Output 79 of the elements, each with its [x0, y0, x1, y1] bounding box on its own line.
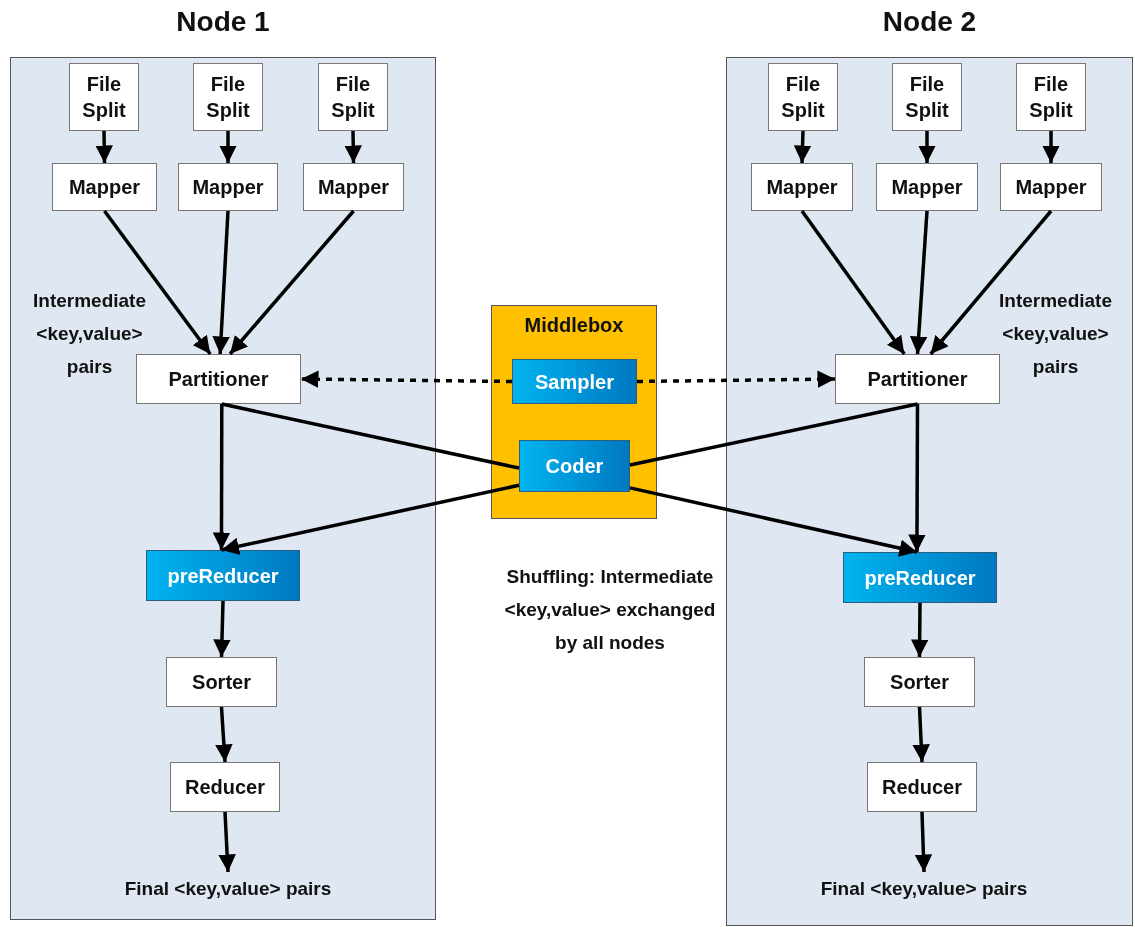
output-text: Final <key,value> pairs	[774, 872, 1074, 906]
node-title: Node 2	[881, 6, 978, 38]
box-label: File Split	[330, 72, 376, 123]
arrow	[910, 603, 929, 657]
arrow	[228, 209, 355, 356]
arrow	[918, 131, 936, 163]
process-box	[178, 163, 278, 211]
process-box	[751, 163, 853, 211]
annotation-text: Intermediate <key,value> pairs	[32, 289, 147, 379]
box-label: Sampler	[535, 369, 614, 395]
process-box	[768, 63, 838, 131]
arrow	[908, 404, 926, 552]
box-label: Mapper	[891, 175, 963, 200]
box-label: Reducer	[882, 775, 962, 800]
node-title: Node 1	[175, 6, 271, 38]
box-label: Partitioner	[168, 367, 269, 392]
process-box	[876, 163, 978, 211]
process-box	[519, 440, 630, 492]
process-box	[170, 762, 280, 812]
process-box	[303, 163, 404, 211]
box-label: Sorter	[890, 670, 949, 695]
box-label: preReducer	[167, 563, 279, 589]
arrow	[215, 706, 233, 763]
box-label: Partitioner	[867, 367, 968, 392]
arrow	[629, 486, 918, 557]
box-label: File Split	[1028, 72, 1074, 123]
connector-line	[221, 402, 520, 470]
process-box	[146, 550, 300, 601]
arrow	[103, 209, 212, 356]
box-label: Mapper	[317, 175, 390, 200]
process-box	[69, 63, 139, 131]
dashed-arrow	[636, 370, 836, 388]
box-label: Sorter	[192, 670, 251, 695]
panel-title: Middlebox	[523, 314, 625, 337]
process-box	[867, 762, 977, 812]
arrow	[909, 210, 929, 355]
box-label: Reducer	[185, 775, 265, 800]
arrow	[95, 130, 113, 164]
arrow	[219, 131, 237, 163]
box-label: Mapper	[1015, 175, 1087, 200]
process-box	[193, 63, 263, 131]
arrow	[912, 706, 930, 763]
dashed-arrow	[300, 370, 513, 388]
box-label: Mapper	[192, 175, 264, 200]
arrow	[221, 483, 520, 555]
process-box	[136, 354, 301, 404]
middlebox-panel	[491, 305, 657, 519]
process-box	[835, 354, 1000, 404]
process-box	[1000, 163, 1102, 211]
process-box	[864, 657, 975, 707]
box-label: File Split	[205, 72, 251, 123]
process-box	[892, 63, 962, 131]
process-box	[1016, 63, 1086, 131]
box-label: Coder	[545, 454, 604, 479]
process-box	[166, 657, 277, 707]
arrow	[1042, 131, 1060, 163]
arrow	[212, 210, 230, 355]
process-box	[512, 359, 637, 404]
arrow	[212, 404, 231, 550]
process-box	[843, 552, 997, 603]
output-text: Final <key,value> pairs	[78, 872, 378, 906]
box-label: File Split	[81, 72, 127, 123]
process-box	[52, 163, 157, 211]
arrow	[800, 210, 906, 355]
box-label: Mapper	[766, 175, 838, 200]
connector-line	[629, 402, 918, 467]
arrow	[213, 600, 231, 658]
arrow	[929, 209, 1053, 356]
process-box	[318, 63, 388, 131]
arrow	[218, 811, 236, 873]
box-label: File Split	[780, 72, 826, 123]
box-label: preReducer	[864, 565, 976, 591]
box-label: Mapper	[68, 175, 141, 200]
arrow	[914, 811, 933, 873]
box-label: File Split	[904, 72, 950, 123]
annotation-text: Intermediate <key,value> pairs	[998, 289, 1113, 379]
arrow	[793, 130, 812, 164]
arrow	[344, 130, 362, 164]
annotation-text: Shuffling: Intermediate <key,value> exchanged by all nodes	[503, 565, 717, 655]
